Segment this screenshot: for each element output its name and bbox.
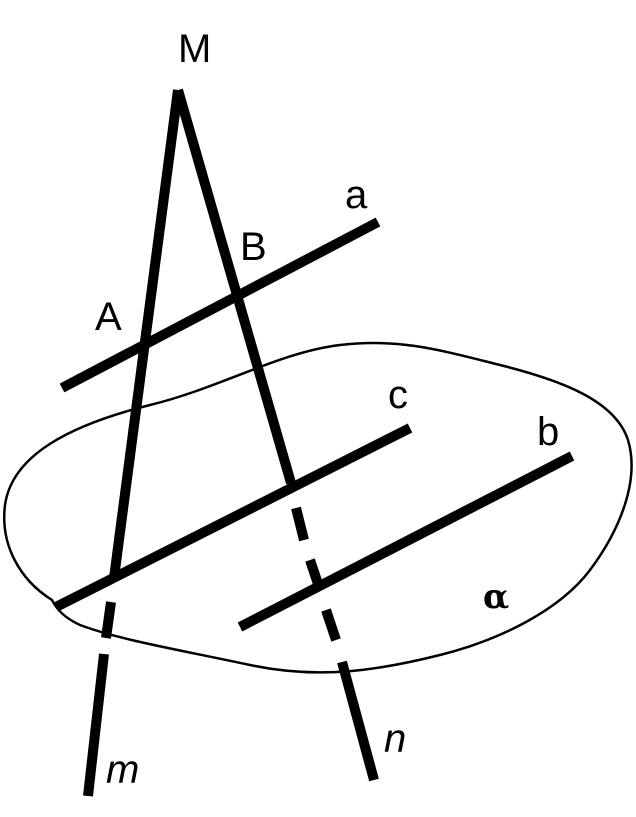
- label-point-b: B: [240, 225, 267, 269]
- label-line-c: c: [388, 373, 408, 417]
- label-line-m: m: [106, 748, 139, 792]
- line-c: [53, 423, 413, 612]
- line-b: [237, 451, 575, 632]
- line-m-lower: [83, 653, 109, 797]
- plane-alpha-outline: [2, 341, 633, 674]
- label-plane-alpha: α: [483, 577, 509, 617]
- line-m-hidden-dash: [101, 601, 116, 639]
- line-a: [59, 217, 381, 393]
- line-n-upper: [173, 88, 296, 485]
- line-n-lower: [337, 660, 379, 782]
- label-line-n: n: [384, 717, 406, 761]
- label-point-a: A: [95, 295, 122, 339]
- line-n-hidden-dash-2: [305, 558, 325, 592]
- line-n-hidden-dash-3: [321, 608, 341, 642]
- label-line-a: a: [345, 173, 368, 217]
- label-line-b: b: [537, 410, 559, 454]
- line-n-hidden-dash-1: [291, 506, 309, 542]
- line-m-upper: [109, 89, 183, 579]
- label-apex-m: M: [178, 27, 211, 71]
